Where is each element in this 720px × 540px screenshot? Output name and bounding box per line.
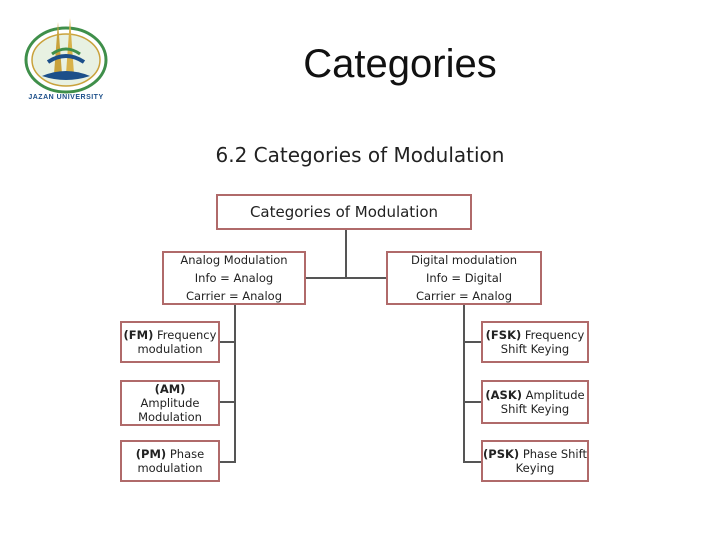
pm-abbr: (PM) bbox=[135, 447, 167, 461]
figure-title: 6.2 Categories of Modulation bbox=[215, 143, 505, 167]
pm-node: (PM) Phase modulation bbox=[120, 440, 220, 482]
digital-line-2: Info = Digital bbox=[425, 271, 502, 285]
connector-digital-fsk bbox=[463, 341, 481, 343]
psk-abbr: (PSK) bbox=[483, 447, 520, 461]
fm-abbr: (FM) bbox=[123, 328, 154, 342]
root-label: Categories of Modulation bbox=[249, 203, 439, 221]
fm-line2: modulation bbox=[137, 342, 203, 356]
psk-line2: Keying bbox=[515, 461, 555, 475]
fm-line1: Frequency bbox=[157, 328, 217, 342]
analog-line-1: Analog Modulation bbox=[180, 253, 288, 267]
digital-line-3: Carrier = Analog bbox=[415, 289, 512, 303]
connector-digital-psk bbox=[463, 461, 481, 463]
fm-node: (FM) Frequency modulation bbox=[120, 321, 220, 363]
fsk-node: (FSK) Frequency Shift Keying bbox=[481, 321, 589, 363]
connector-analog-am bbox=[220, 401, 236, 403]
connector-horizontal bbox=[306, 277, 386, 279]
connector-analog-fm bbox=[220, 341, 236, 343]
analog-line-2: Info = Analog bbox=[194, 271, 274, 285]
pm-line1: Phase bbox=[169, 447, 205, 461]
pm-line2: modulation bbox=[137, 461, 203, 475]
psk-line1: Phase Shift bbox=[522, 447, 587, 461]
university-logo: JAZAN UNIVERSITY bbox=[18, 14, 114, 108]
am-abbr: (AM) bbox=[154, 382, 186, 396]
ask-node: (ASK) Amplitude Shift Keying bbox=[481, 380, 589, 424]
digital-modulation-node: Digital modulation Info = Digital Carrie… bbox=[386, 251, 542, 305]
connector-analog-trunk bbox=[234, 304, 236, 462]
fsk-abbr: (FSK) bbox=[485, 328, 522, 342]
digital-line-1: Digital modulation bbox=[410, 253, 518, 267]
fsk-line1: Frequency bbox=[524, 328, 585, 342]
ask-line1: Amplitude bbox=[525, 388, 585, 402]
analog-modulation-node: Analog Modulation Info = Analog Carrier … bbox=[162, 251, 306, 305]
connector-digital-ask bbox=[463, 401, 481, 403]
connector-root-down bbox=[345, 228, 347, 278]
am-line1: Amplitude bbox=[140, 396, 200, 410]
fsk-line2: Shift Keying bbox=[500, 342, 570, 356]
connector-digital-trunk bbox=[463, 304, 465, 462]
connector-analog-pm bbox=[220, 461, 236, 463]
am-line2: Modulation bbox=[138, 410, 202, 424]
root-node: Categories of Modulation bbox=[216, 194, 472, 230]
logo-text: JAZAN UNIVERSITY bbox=[28, 94, 104, 101]
psk-node: (PSK) Phase Shift Keying bbox=[481, 440, 589, 482]
jazan-university-logo-icon bbox=[24, 18, 108, 94]
ask-abbr: (ASK) bbox=[485, 388, 522, 402]
analog-line-3: Carrier = Analog bbox=[185, 289, 282, 303]
ask-line2: Shift Keying bbox=[500, 402, 570, 416]
am-node: (AM) Amplitude Modulation bbox=[120, 380, 220, 426]
page-title: Categories bbox=[303, 42, 497, 86]
